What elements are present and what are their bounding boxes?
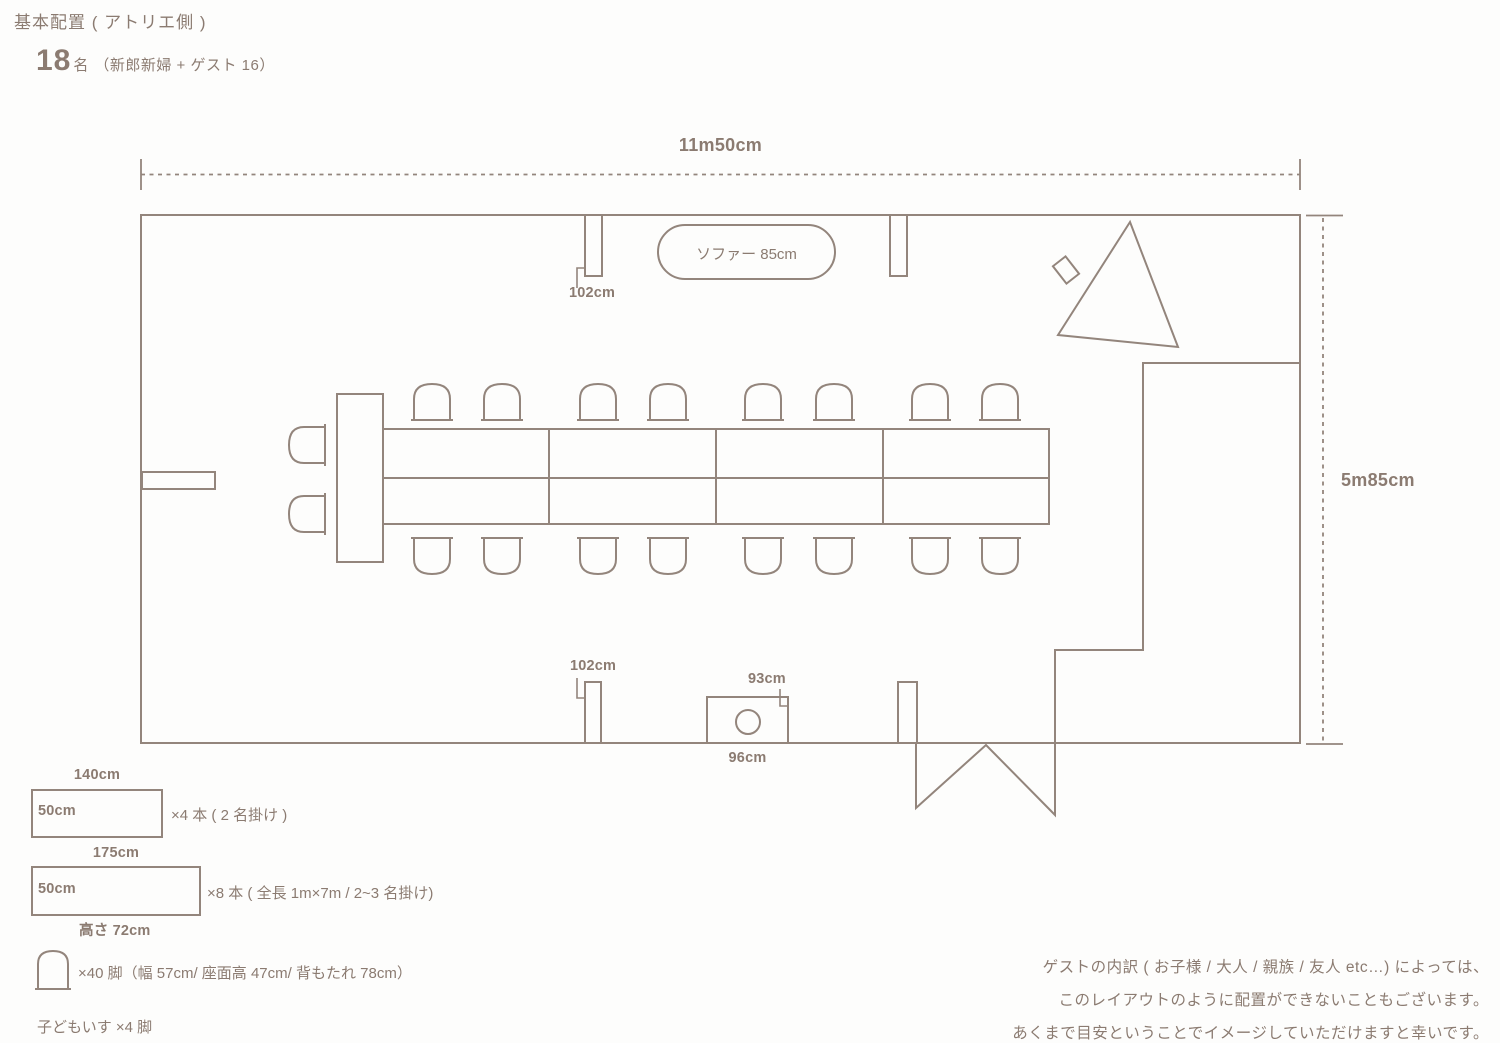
room-height-label: 5m85cm — [1341, 470, 1415, 490]
legend-short-table-length: 140cm — [73, 767, 121, 783]
chair-icon — [812, 383, 856, 421]
width-dimension-line — [140, 159, 1301, 190]
legend-short-table — [31, 789, 163, 838]
chair-icon — [978, 537, 1022, 575]
footnote: ゲストの内訳 ( お子様 / 大人 / 親族 / 友人 etc…) によっては、… — [1012, 951, 1489, 1043]
alcove-wall-and-entrance — [915, 362, 1300, 818]
page-title: 基本配置 ( アトリエ側 ) — [14, 13, 207, 32]
chair-icon — [576, 537, 620, 575]
capacity-line: 18 名 （新郎新婦 + ゲスト 16） — [36, 44, 275, 78]
legend-short-table-note: ×4 本 ( 2 名掛け ) — [171, 807, 288, 824]
capacity-number: 18 — [36, 44, 72, 77]
long-tables — [382, 428, 1050, 525]
capacity-detail: （新郎新婦 + ゲスト 16） — [94, 57, 275, 74]
legend-short-table-depth: 50cm — [38, 803, 76, 819]
chairs-bottom-row — [410, 537, 1022, 575]
chair-icon — [741, 537, 785, 575]
legend-chair-icon — [35, 949, 71, 990]
pillar-top-label-leader — [576, 267, 585, 288]
legend-long-table-depth: 50cm — [38, 881, 76, 897]
chair-icon — [576, 383, 620, 421]
legend-long-table-note: ×8 本 ( 全長 1m×7m / 2~3 名掛け) — [207, 885, 434, 902]
legend-long-table — [31, 866, 201, 916]
capacity-unit: 名 — [73, 57, 89, 74]
sofa — [657, 224, 836, 280]
legend-long-table-length: 175cm — [92, 845, 140, 861]
piano-stool — [1051, 255, 1081, 285]
footnote-line: あくまで目安ということでイメージしていただけますと幸いです。 — [1012, 1025, 1489, 1042]
chair-icon — [908, 537, 952, 575]
counter-label-leader — [779, 689, 789, 707]
legend-chair-note: ×40 脚（幅 57cm/ 座面高 47cm/ 背もたれ 78cm） — [78, 965, 412, 982]
chair-icon — [908, 383, 952, 421]
legend-kids-chair-note: 子どもいす ×4 脚 — [37, 1019, 153, 1036]
wall-shelf — [141, 471, 216, 490]
chair-icon — [978, 383, 1022, 421]
chair-icon — [410, 383, 454, 421]
counter-width-label: 93cm — [748, 671, 786, 687]
chair-icon — [646, 383, 690, 421]
chair-icon — [741, 383, 785, 421]
chair-icon — [480, 383, 524, 421]
head-table — [336, 393, 384, 563]
chair-icon — [812, 537, 856, 575]
pillar-bottom-label: 102cm — [570, 658, 617, 674]
counter-fixture — [706, 696, 789, 744]
counter-bottom-label: 96cm — [728, 750, 767, 766]
chair-icon — [288, 423, 326, 467]
room-width-label: 11m50cm — [678, 135, 763, 155]
sofa-label: ソファー 85cm — [696, 246, 797, 263]
pillar-bottom-label-leader — [576, 678, 585, 699]
pillar-bottom-left — [584, 681, 602, 744]
legend-long-table-height: 高さ 72cm — [79, 923, 151, 939]
chair-icon — [480, 537, 524, 575]
pillar-top-left — [584, 214, 603, 277]
chairs-top-row — [410, 383, 1022, 421]
chair-icon — [646, 537, 690, 575]
footnote-line: このレイアウトのように配置ができないこともございます。 — [1058, 992, 1489, 1009]
pillar-bottom-right — [897, 681, 918, 744]
pillar-top-label: 102cm — [569, 285, 616, 301]
chair-icon — [410, 537, 454, 575]
pillar-top-right — [889, 214, 908, 277]
piano-triangle — [1056, 219, 1180, 349]
chair-icon — [288, 492, 326, 536]
height-dimension-line — [1306, 214, 1343, 745]
footnote-line: ゲストの内訳 ( お子様 / 大人 / 親族 / 友人 etc…) によっては、 — [1042, 959, 1489, 976]
chairs-head-table — [288, 423, 326, 536]
